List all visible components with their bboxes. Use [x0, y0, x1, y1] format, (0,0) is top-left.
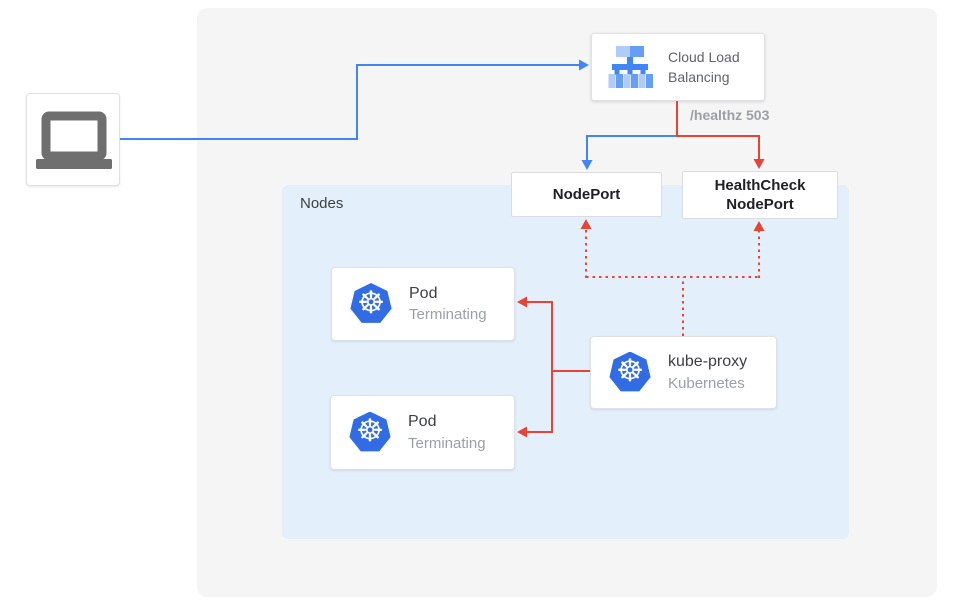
kube-proxy-subtitle: Kubernetes — [668, 374, 745, 392]
kubernetes-icon: ☸ — [350, 283, 392, 323]
nodeport-label: NodePort — [552, 185, 621, 203]
nodeport-card: NodePort — [511, 172, 662, 217]
pod-title: Pod — [408, 413, 437, 431]
healthcheck-nodeport-card: HealthCheck NodePort — [682, 171, 838, 219]
pod-status: Terminating — [408, 434, 486, 452]
pod-title: Pod — [409, 284, 438, 302]
healthz-status-label: /healthz 503 — [690, 107, 770, 123]
client-card — [26, 93, 120, 186]
healthcheck-nodeport-label: HealthCheck NodePort — [714, 176, 806, 214]
kube-proxy-title: kube-proxy — [668, 353, 748, 371]
kube-proxy-card: ☸ kube-proxy Kubernetes — [590, 336, 777, 409]
cloud-load-balancing-icon — [608, 46, 653, 88]
helm-wheel-glyph: ☸ — [357, 284, 385, 321]
cloud-load-balancing-label: Cloud Load Balancing — [668, 48, 740, 85]
cloud-load-balancing-card: Cloud Load Balancing — [591, 33, 765, 101]
pod-text: Pod Terminating — [408, 411, 486, 454]
kube-proxy-text: kube-proxy Kubernetes — [668, 351, 747, 394]
nodes-panel-label: Nodes — [300, 195, 344, 212]
kubernetes-icon: ☸ — [609, 351, 651, 392]
pod-text: Pod Terminating — [409, 283, 487, 326]
laptop-icon — [36, 111, 112, 169]
pod-card-1: ☸ Pod Terminating — [331, 267, 515, 341]
pod-status: Terminating — [409, 306, 487, 324]
helm-wheel-glyph: ☸ — [616, 353, 644, 389]
helm-wheel-glyph: ☸ — [356, 413, 384, 449]
kubernetes-icon: ☸ — [349, 411, 391, 452]
pod-card-2: ☸ Pod Terminating — [330, 395, 515, 470]
